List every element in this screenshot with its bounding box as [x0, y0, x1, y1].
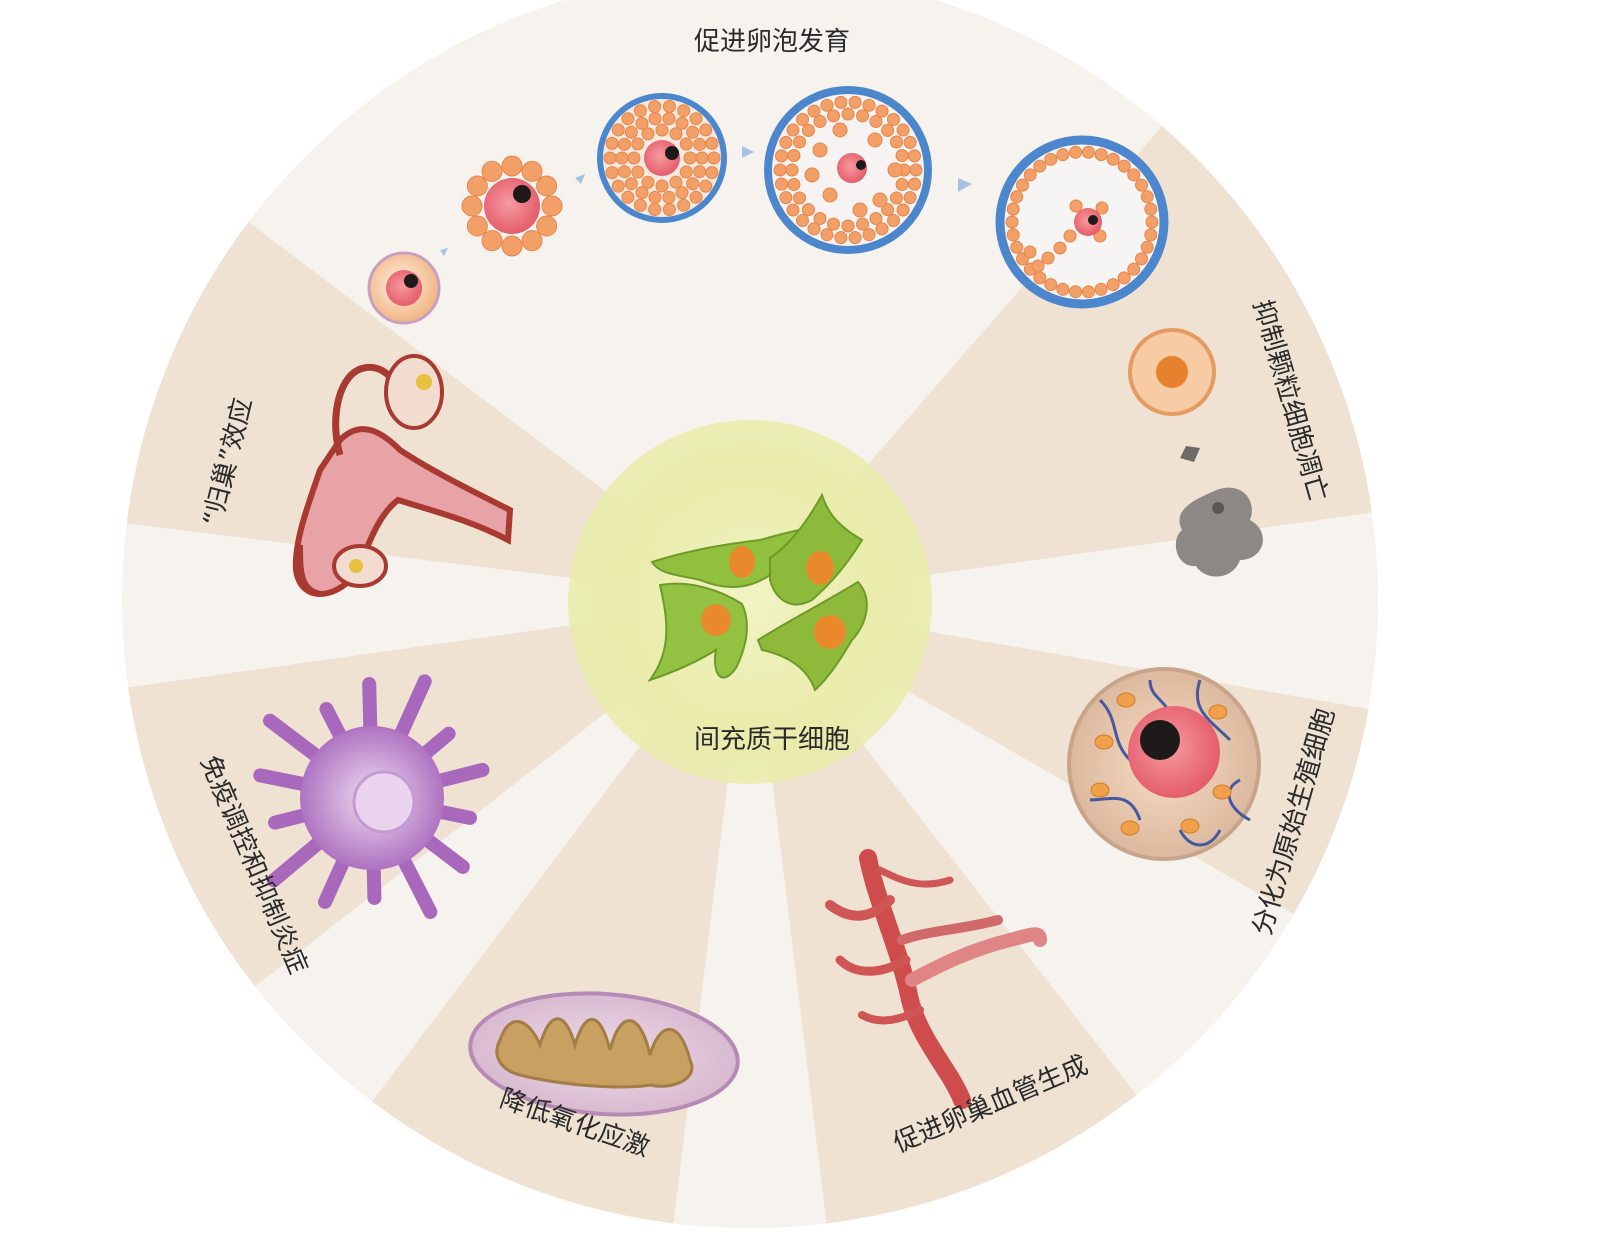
immune-cell-illustration [253, 674, 490, 919]
uterus-ovary-illustration [292, 354, 514, 597]
label-follicle: 促进卵泡发育 [694, 27, 850, 57]
label-center: 间充质干细胞 [694, 725, 850, 755]
center-glow [568, 420, 932, 784]
apoptosis-illustration [1128, 328, 1263, 577]
follicle-development-illustration [367, 86, 1169, 325]
mitochondrion-illustration [468, 991, 740, 1117]
ovarian-vessel-illustration [825, 849, 1047, 1109]
germ-cell-illustration [1067, 667, 1261, 861]
msc-cells-illustration [647, 492, 868, 692]
sector-wedge-0 [750, 126, 1372, 600]
